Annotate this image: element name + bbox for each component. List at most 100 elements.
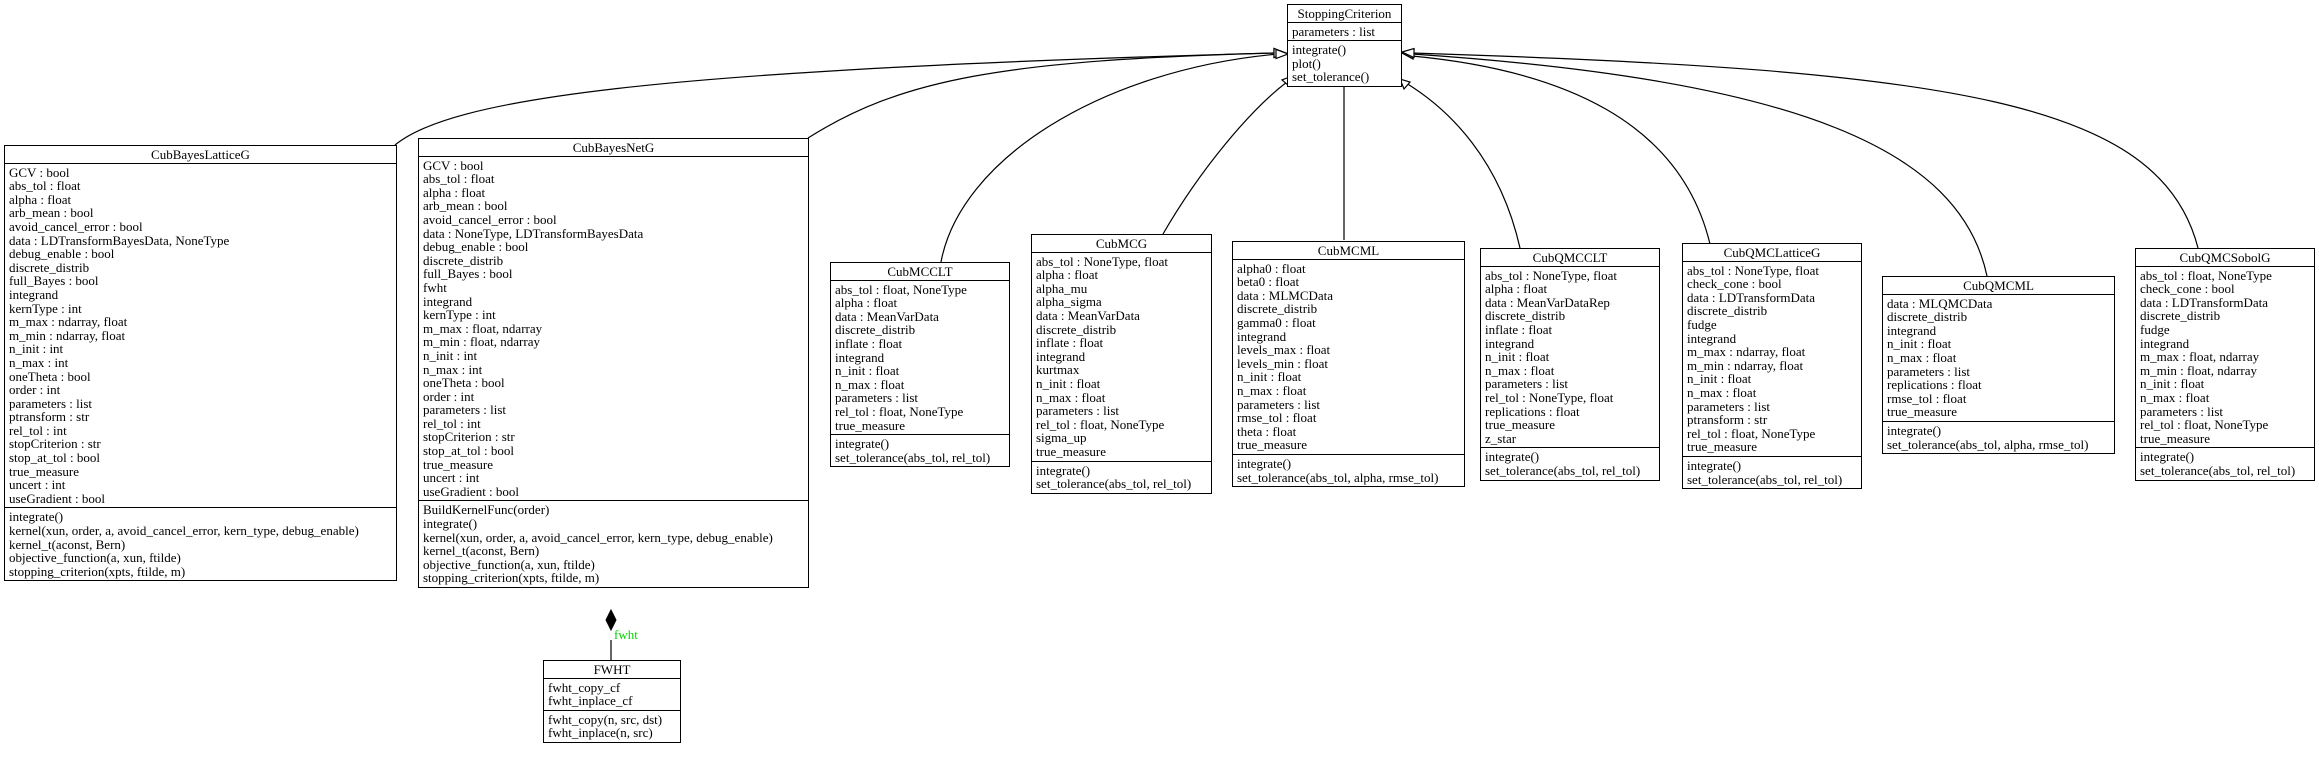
attribute: rel_tol : int <box>9 422 67 438</box>
operation: set_tolerance(abs_tol, rel_tol) <box>1485 462 1641 478</box>
attribute: stop_at_tol : bool <box>423 443 514 459</box>
inheritance-arrowhead <box>1273 47 1288 59</box>
attribute: true_measure <box>1887 404 1958 420</box>
attribute: parameters : list <box>835 390 919 406</box>
class-cubmcg: CubMCG abs_tol : NoneType, float alpha :… <box>1031 234 1212 494</box>
attribute: discrete_distrib <box>835 322 916 338</box>
attribute: fwht <box>423 279 447 295</box>
attribute: data : LDTransformData <box>1687 289 1816 305</box>
inheritance-arrowhead <box>1400 49 1415 60</box>
attribute: true_measure <box>1485 417 1556 433</box>
operation: integrate() <box>835 436 890 452</box>
attribute: discrete_distrib <box>1036 321 1117 337</box>
operations-section: BuildKernelFunc(order) integrate() kerne… <box>419 501 808 587</box>
attribute: parameters : list <box>9 395 93 411</box>
attribute: n_init : float <box>1036 375 1101 391</box>
edge-label-fwht: fwht <box>614 627 638 642</box>
attribute: alpha_mu <box>1036 280 1088 296</box>
operation: integrate() <box>1887 422 1942 438</box>
attributes-section: abs_tol : float, NoneType check_cone : b… <box>2136 267 2314 449</box>
attribute: n_init : int <box>423 347 478 363</box>
attribute: abs_tol : NoneType, float <box>1036 253 1168 269</box>
attribute: levels_max : float <box>1237 342 1331 358</box>
attribute: GCV : bool <box>423 157 484 173</box>
class-fwht: FWHT fwht_copy_cf fwht_inplace_cf fwht_c… <box>543 660 681 743</box>
attribute: rel_tol : float, NoneType <box>835 403 964 419</box>
operation: kernel(xun, order, a, avoid_cancel_error… <box>9 523 359 539</box>
attribute: true_measure <box>835 417 906 433</box>
attribute: n_init : int <box>9 341 64 357</box>
attribute: n_max : float <box>1237 382 1307 398</box>
operation: integrate() <box>1237 455 1292 471</box>
operations-section: integrate() set_tolerance(abs_tol, alpha… <box>1233 455 1464 486</box>
attribute: gamma0 : float <box>1237 314 1316 330</box>
attribute: integrand <box>1687 330 1737 346</box>
attribute: n_max : int <box>9 354 69 370</box>
edge-cubqmcsobolg-to-stoppingcriterion <box>1411 52 2199 249</box>
edge-cubbayesnetg-to-stoppingcriterion <box>807 52 1277 139</box>
attribute: integrand <box>2140 335 2190 351</box>
attribute: n_init : float <box>835 363 900 379</box>
attribute: discrete_distrib <box>1237 301 1318 317</box>
operation: integrate() <box>2140 449 2195 465</box>
attribute: m_max : float, ndarray <box>2140 349 2260 365</box>
operations-section: integrate() set_tolerance(abs_tol, rel_t… <box>831 435 1009 466</box>
attribute: debug_enable : bool <box>423 239 529 255</box>
attribute: abs_tol : float, NoneType <box>2140 267 2272 283</box>
attribute: integrand <box>835 349 885 365</box>
attribute: m_max : ndarray, float <box>1687 344 1806 360</box>
attribute: fudge <box>2140 321 2170 337</box>
attribute: alpha : float <box>423 184 486 200</box>
operation: kernel_t(aconst, Bern) <box>9 536 126 552</box>
edge-cubqmcclt-to-stoppingcriterion <box>1405 82 1521 249</box>
attribute: alpha_sigma <box>1036 294 1102 310</box>
attribute: order : int <box>423 388 475 404</box>
attribute: inflate : float <box>1036 335 1104 351</box>
attributes-section: abs_tol : NoneType, float check_cone : b… <box>1683 262 1861 457</box>
attribute: full_Bayes : bool <box>9 273 99 289</box>
attribute: true_measure <box>2140 430 2211 446</box>
operation: fwht_copy(n, src, dst) <box>548 711 663 727</box>
attribute: parameters : list <box>423 402 507 418</box>
operation: objective_function(a, xun, ftilde) <box>423 556 595 572</box>
class-name: CubQMCML <box>1883 277 2114 295</box>
attribute: n_max : float <box>1036 389 1106 405</box>
class-name: CubMCML <box>1233 242 1464 260</box>
attribute: rel_tol : float, NoneType <box>1036 416 1165 432</box>
attribute: n_max : float <box>1687 384 1757 400</box>
attribute: kernType : int <box>423 307 496 323</box>
attribute: n_max : float <box>2140 389 2210 405</box>
attribute: data : MeanVarDataRep <box>1485 294 1610 310</box>
operations-section: integrate() set_tolerance(abs_tol, rel_t… <box>1032 462 1211 493</box>
attribute: rel_tol : NoneType, float <box>1485 389 1614 405</box>
attribute: integrand <box>1036 348 1086 364</box>
attribute: n_init : float <box>1887 336 1952 352</box>
attribute: abs_tol : float <box>423 171 495 187</box>
attribute: kernType : int <box>9 300 82 316</box>
attribute: abs_tol : NoneType, float <box>1687 262 1819 278</box>
operation: set_tolerance(abs_tol, rel_tol) <box>835 449 991 465</box>
inheritance-arrowhead <box>1400 48 1415 60</box>
attribute: rel_tol : int <box>423 415 481 431</box>
attribute: discrete_distrib <box>1687 303 1768 319</box>
edge-cubmcg-to-stoppingcriterion <box>1162 81 1288 235</box>
attribute: rmse_tol : float <box>1237 410 1317 426</box>
attribute: rmse_tol : float <box>1887 390 1967 406</box>
attribute: n_max : float <box>835 376 905 392</box>
operation: set_tolerance(abs_tol, alpha, rmse_tol) <box>1887 436 2089 452</box>
operation: set_tolerance() <box>1292 69 1370 85</box>
attribute: n_init : float <box>1485 349 1550 365</box>
attribute: integrand <box>1887 322 1937 338</box>
attribute: inflate : float <box>1485 321 1553 337</box>
operations-section: integrate() set_tolerance(abs_tol, rel_t… <box>1683 457 1861 488</box>
attributes-section: GCV : bool abs_tol : float alpha : float… <box>5 164 396 509</box>
attribute: abs_tol : NoneType, float <box>1485 267 1617 283</box>
operations-section: integrate() set_tolerance(abs_tol, rel_t… <box>2136 448 2314 479</box>
attribute: uncert : int <box>9 477 66 493</box>
attribute: integrand <box>1485 335 1535 351</box>
operations-section: fwht_copy(n, src, dst) fwht_inplace(n, s… <box>544 711 680 742</box>
attribute: alpha : float <box>835 295 898 311</box>
attribute: n_init : float <box>1687 371 1752 387</box>
attribute: rel_tol : float, NoneType <box>1687 425 1816 441</box>
attribute: alpha0 : float <box>1237 260 1306 276</box>
